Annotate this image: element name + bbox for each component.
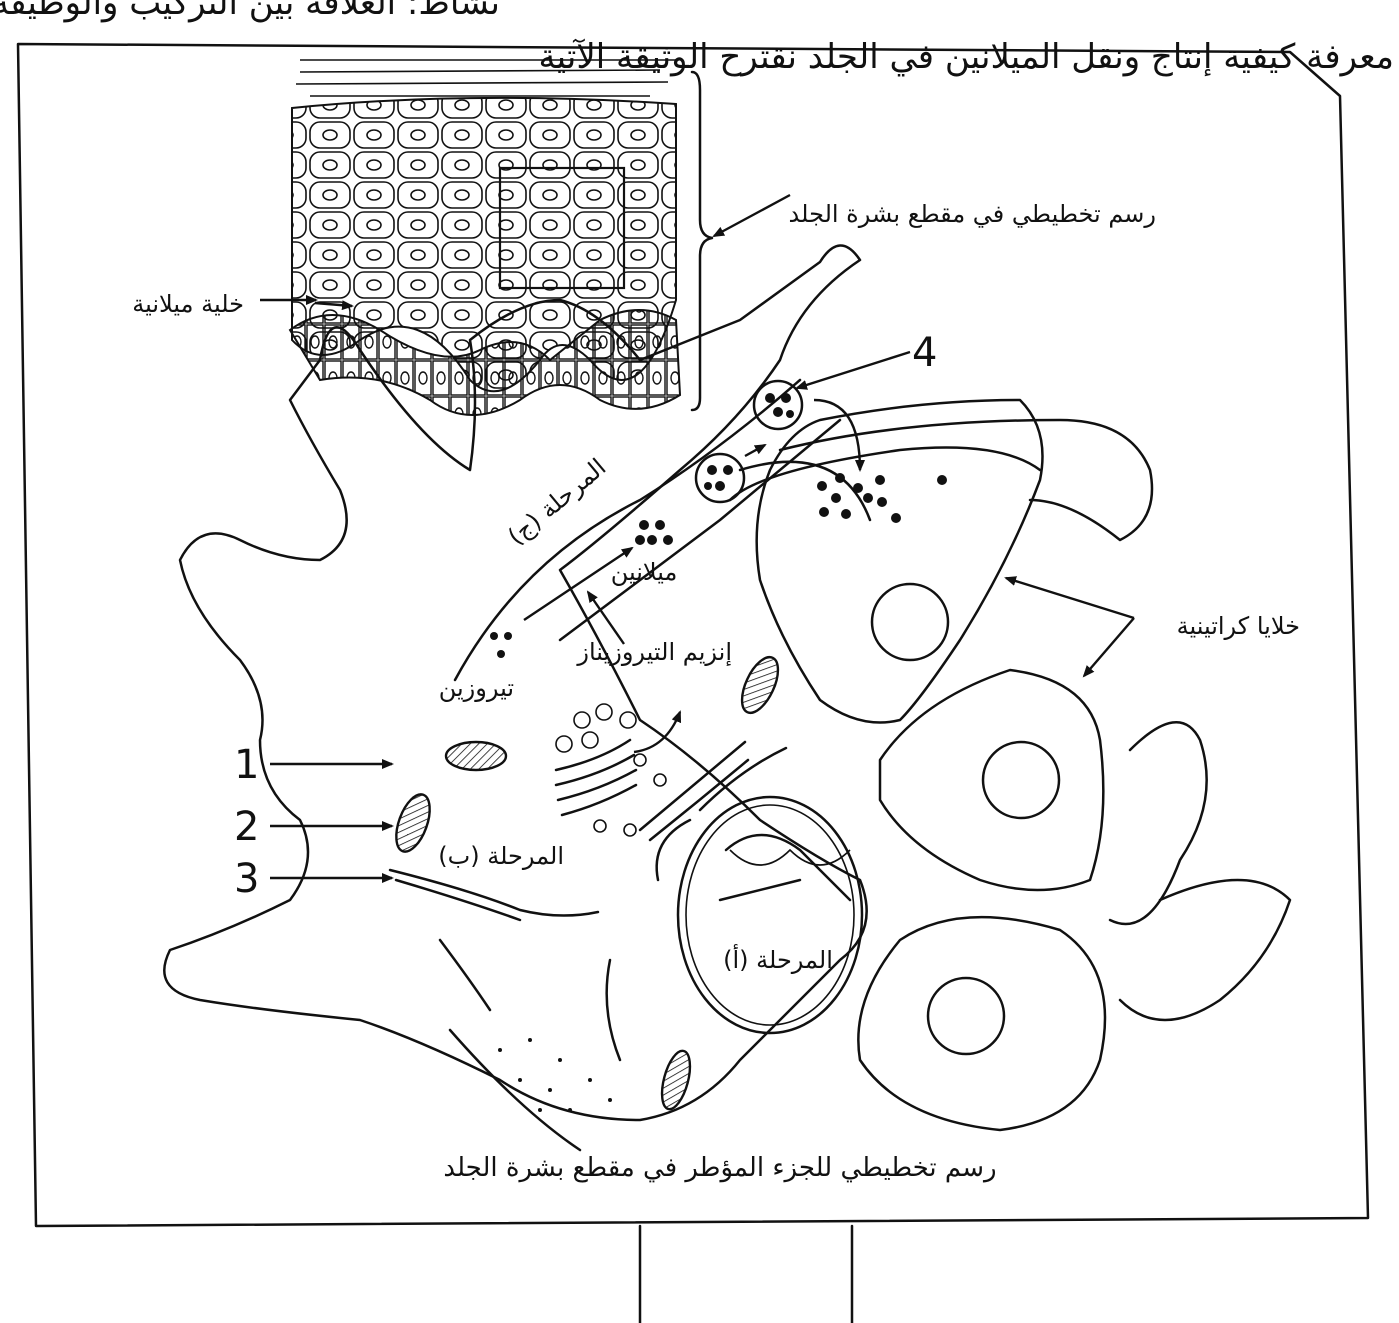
tyrosine-dots — [490, 632, 512, 658]
stage-a-label: المرحلة (أ) — [723, 944, 833, 974]
free-ribosomes — [498, 1038, 612, 1112]
keratinocytes — [730, 400, 1290, 1130]
keratinocytes-label: خلايا كراتينية — [1177, 612, 1300, 640]
number-3: 3 — [234, 856, 259, 902]
number-2: 2 — [234, 804, 259, 850]
tyrosine-label: تيروزين — [439, 674, 514, 702]
number-4: 4 — [912, 330, 937, 376]
golgi-apparatus — [556, 704, 666, 836]
mitochondria — [390, 652, 786, 1112]
skin-section — [290, 60, 712, 415]
melanocyte-nucleus — [678, 797, 862, 1033]
skin-section-label: رسم تخطيطي في مقطع بشرة الجلد — [789, 200, 1156, 228]
melanin-in-keratinocyte — [817, 473, 947, 523]
melanin-granules — [635, 520, 673, 545]
header-line-2: معرفة كيفية إنتاج ونقل الميلانين في الجل… — [538, 37, 1394, 77]
stage-b-label: المرحلة (ب) — [438, 842, 564, 870]
figure-caption: رسم تخطيطي للجزء المؤطر في مقطع بشرة الج… — [443, 1153, 996, 1183]
number-1: 1 — [234, 742, 259, 788]
melanin-label: ميلانين — [611, 558, 678, 586]
outer-frame — [18, 44, 1368, 1226]
melanocyte-label: خلية ميلانية — [132, 290, 244, 318]
stage-c-label: المرحلة (ج) — [502, 453, 611, 551]
tyrosinase-label: إنزيم التيروزيناز — [576, 638, 732, 667]
header-line-1: نشاط: العلاقة بين التركيب والوظيفة الخلي… — [0, 0, 500, 23]
frame-tab — [640, 1226, 852, 1323]
